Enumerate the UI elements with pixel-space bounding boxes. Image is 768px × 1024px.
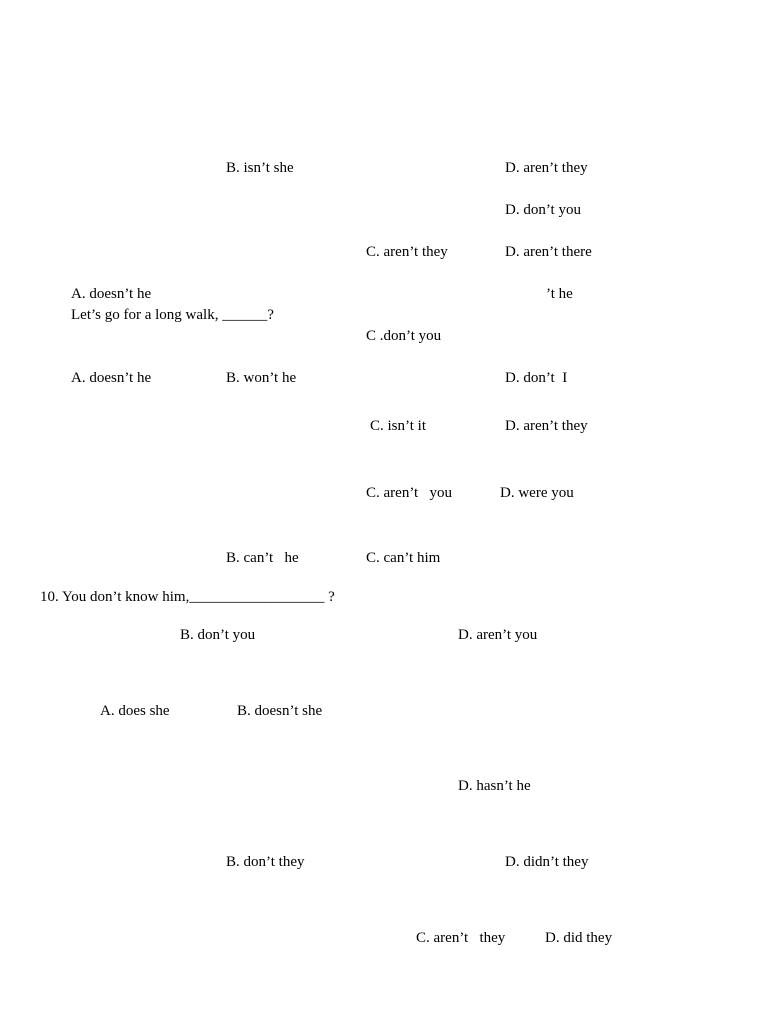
option-line: B. won’t he [226,370,297,386]
option-line: C .don’t you [366,328,442,344]
option-line: D. did they [545,930,613,946]
option-line: B. don’t you [180,627,256,643]
option-line: B. can’t he [226,550,299,566]
option-line: B. doesn’t she [237,703,323,719]
option-line: D. aren’t you [458,627,538,643]
question-text: 10. You don’t know him,_________________… [40,589,335,605]
option-line: C. aren’t they [416,930,506,946]
option-line: A. doesn’t he [71,286,152,302]
option-line: D. don’t you [505,202,581,218]
option-line: D. don’t I [505,370,568,386]
option-line: B. don’t they [226,854,305,870]
option-line: A. doesn’t he [71,370,152,386]
option-line: D. didn’t they [505,854,589,870]
option-line: D. were you [500,485,574,501]
option-line: B. isn’t she [226,160,294,176]
option-line: D. aren’t they [505,160,588,176]
option-line: D. hasn’t he [458,778,531,794]
question-text: Let’s go for a long walk, ______? [71,307,274,323]
option-fragment: ’t he [546,286,573,302]
option-line: C. isn’t it [370,418,426,434]
option-line: D. aren’t they [505,418,588,434]
option-line: A. does she [100,703,170,719]
option-line: D. aren’t there [505,244,592,260]
option-line: C. aren’t you [366,485,452,501]
option-line: C. can’t him [366,550,441,566]
option-line: C. aren’t they [366,244,448,260]
